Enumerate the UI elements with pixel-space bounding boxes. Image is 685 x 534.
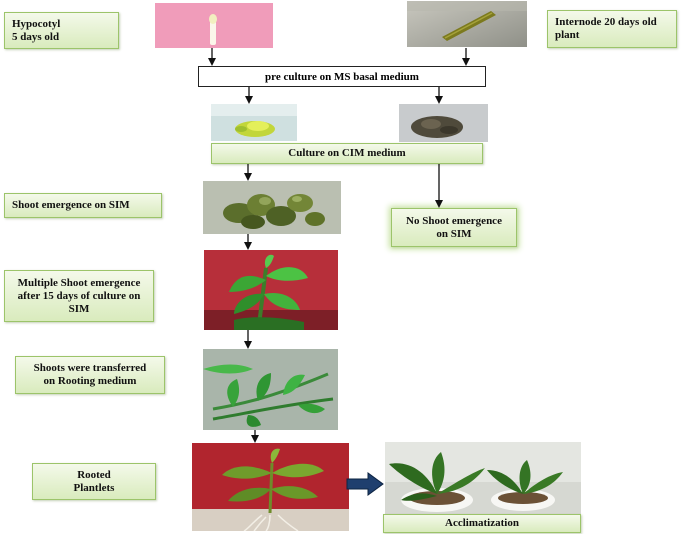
transferred-line-1: Shoots were transferred (33, 362, 147, 374)
multiple-shoot-photo (204, 250, 338, 330)
shoot-emergence-label: Shoot emergence on SIM (12, 199, 130, 211)
hypocotyl-line-2: 5 days old (12, 30, 60, 43)
hypocotyl-line-1: Hypocotyl (12, 17, 61, 30)
no-shoot-line-2: on SIM (436, 227, 472, 240)
acclimatization-box: Acclimatization (383, 514, 581, 533)
no-shoot-box: No Shoot emergence on SIM (391, 208, 517, 247)
rooted-line-1: Rooted (77, 468, 111, 481)
internode-callus-photo (399, 104, 488, 142)
rooted-plantlets-photo (192, 443, 349, 531)
internode-line-1: Internode 20 days old (555, 16, 657, 28)
multiple-shoot-line-1: Multiple Shoot emergence (17, 276, 141, 289)
internode-box: Internode 20 days old plant (547, 10, 677, 48)
multiple-shoot-box: Multiple Shoot emergence after 15 days o… (4, 270, 154, 322)
no-shoot-line-1: No Shoot emergence (406, 214, 502, 227)
hypocotyl-callus-photo (211, 104, 297, 141)
preculture-label: pre culture on MS basal medium (265, 70, 419, 83)
rooted-box: Rooted Plantlets (32, 463, 156, 500)
acclimatization-photo (385, 442, 581, 514)
multiple-shoot-line-3: SIM (68, 302, 90, 315)
shoots-transferred-photo (203, 349, 338, 430)
acclimatization-label: Acclimatization (445, 517, 519, 529)
multiple-shoot-line-2: after 15 days of culture on (17, 289, 141, 302)
shoot-emergence-box: Shoot emergence on SIM (4, 193, 162, 218)
transferred-line-2: on Rooting medium (43, 375, 137, 387)
block-arrow-rooted-to-acclimatization (346, 472, 384, 496)
cim-box: Culture on CIM medium (211, 143, 483, 164)
shoot-emergence-photo (203, 181, 341, 234)
cim-label: Culture on CIM medium (288, 147, 406, 159)
rooted-line-2: Plantlets (73, 481, 115, 494)
preculture-box: pre culture on MS basal medium (198, 66, 486, 87)
hypocotyl-box: Hypocotyl 5 days old (4, 12, 119, 49)
internode-photo (407, 1, 527, 47)
internode-line-2: plant (555, 29, 580, 41)
transferred-box: Shoots were transferred on Rooting mediu… (15, 356, 165, 394)
hypocotyl-photo (155, 3, 273, 48)
